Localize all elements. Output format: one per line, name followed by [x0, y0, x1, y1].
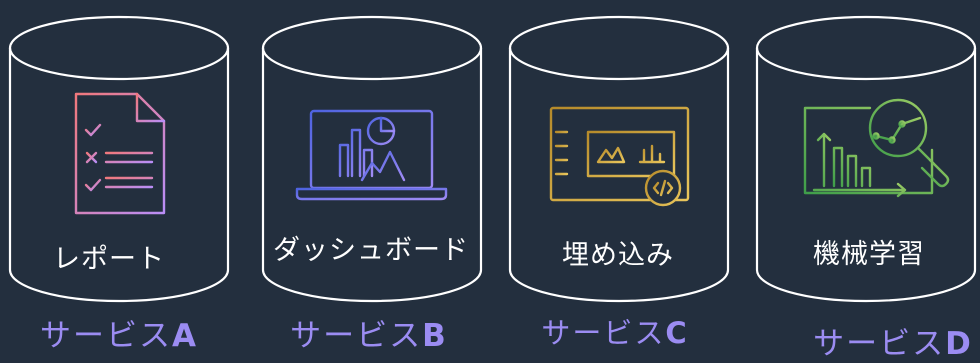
service-c-label: サービスC — [541, 310, 688, 352]
caption-dashboard: ダッシュボード — [273, 235, 469, 266]
service-b-label: サービスB — [290, 310, 448, 355]
service-a-letter: A — [172, 318, 198, 354]
service-b-prefix: サービス — [290, 318, 423, 354]
caption-report: レポート — [53, 244, 165, 275]
report-checklist-icon — [74, 92, 166, 215]
service-a-prefix: サービス — [40, 318, 172, 354]
caption-machine-learning: 機械学習 — [813, 239, 925, 270]
service-d-prefix: サービス — [813, 326, 946, 362]
service-b-letter: B — [422, 318, 448, 354]
service-d-letter: D — [945, 326, 973, 362]
cylinder-c — [508, 15, 730, 303]
service-c-prefix: サービス — [541, 316, 666, 350]
service-c-letter: C — [665, 316, 689, 350]
service-a-label: サービスA — [40, 310, 198, 355]
cylinder-a — [8, 15, 230, 303]
diagram-canvas — [8, 15, 977, 303]
machine-learning-analytics-icon — [803, 98, 950, 198]
cylinder-d — [755, 15, 977, 303]
embed-window-code-icon — [549, 106, 690, 207]
dashboard-laptop-icon — [295, 109, 448, 201]
services-diagram: レポート ダッシュボード 埋め込み 機械学習 サービスA サービスB サービスC… — [8, 15, 977, 362]
caption-embed: 埋め込み — [562, 240, 674, 271]
service-d-label: サービスD — [813, 318, 973, 363]
cylinder-b — [261, 15, 483, 303]
